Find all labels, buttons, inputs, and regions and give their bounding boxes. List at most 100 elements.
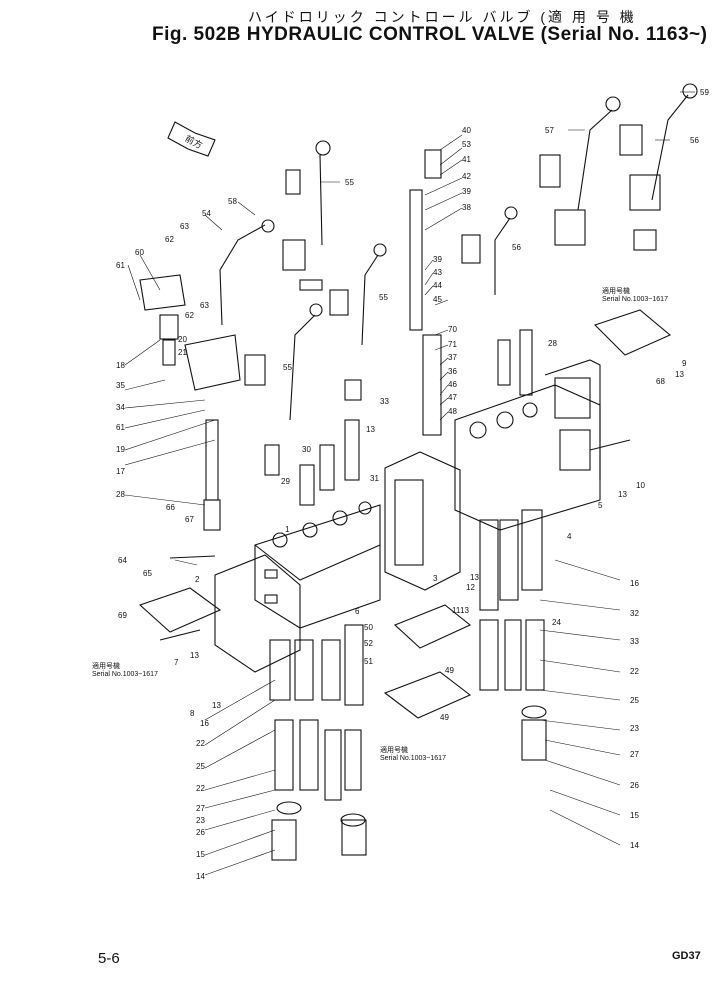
part-label: 41	[462, 155, 471, 164]
part-label: 31	[370, 474, 379, 483]
part-label: 49	[440, 713, 449, 722]
serial-note-en: Serial No.1003~1617	[92, 671, 158, 678]
left-valve-body	[214, 501, 381, 673]
right-valve-body	[454, 359, 601, 531]
part-label: 54	[202, 209, 211, 218]
part-label: 61	[116, 423, 125, 432]
part-label: 23	[630, 724, 639, 733]
part-label: 1	[285, 525, 290, 534]
part-label: 24	[552, 618, 561, 627]
part-label: 46	[448, 380, 457, 389]
part-label: 13	[675, 370, 684, 379]
lever-55-mid	[289, 314, 316, 421]
part-label: 57	[545, 126, 554, 135]
part-label: 21	[178, 348, 187, 357]
bracket-right	[593, 309, 672, 356]
part-label: 56	[512, 243, 521, 252]
direction-arrow-icon	[167, 121, 216, 157]
part-label: 8	[190, 709, 195, 718]
bolt-10	[589, 439, 631, 451]
part-label: 29	[281, 477, 290, 486]
part-label: 50	[364, 623, 373, 632]
part-label: 71	[448, 340, 457, 349]
mount-plate	[139, 274, 186, 311]
part-label: 69	[118, 611, 127, 620]
part-label: 32	[630, 609, 639, 618]
part-label: 53	[462, 140, 471, 149]
part-label: 19	[116, 445, 125, 454]
part-label: 2	[195, 575, 200, 584]
page-number: 5-6	[98, 950, 120, 967]
part-label: 38	[462, 203, 471, 212]
part-label: 39	[462, 187, 471, 196]
part-label: 9	[682, 359, 687, 368]
part-label: 26	[196, 828, 205, 837]
lever-56-right	[651, 94, 689, 201]
part-label: 30	[302, 445, 311, 454]
part-label: 13	[618, 490, 627, 499]
serial-note-right: 適用号機 Serial No.1003~1617	[602, 288, 668, 304]
part-label: 13	[460, 606, 469, 615]
part-label: 28	[116, 490, 125, 499]
bolt-7	[159, 629, 201, 641]
part-label: 22	[630, 667, 639, 676]
part-label: 33	[380, 397, 389, 406]
center-valve-body	[384, 451, 461, 591]
part-label: 37	[448, 353, 457, 362]
part-label: 48	[448, 407, 457, 416]
part-label: 55	[345, 178, 354, 187]
part-label: 62	[165, 235, 174, 244]
part-label: 34	[116, 403, 125, 412]
lever-bracket	[184, 334, 241, 391]
part-label: 18	[116, 361, 125, 370]
part-label: 15	[196, 850, 205, 859]
part-label: 20	[178, 335, 187, 344]
part-label: 70	[448, 325, 457, 334]
part-label: 28	[548, 339, 557, 348]
serial-note-en: Serial No.1003~1617	[380, 755, 446, 762]
lever-56-center	[494, 217, 511, 295]
lever-55-center	[361, 254, 379, 346]
part-labels: 40 53 41 42 39 38 39 43 44 45 70 71 37 3…	[116, 88, 709, 881]
part-label: 27	[630, 750, 639, 759]
part-label: 40	[462, 126, 471, 135]
part-label: 62	[185, 311, 194, 320]
part-label: 16	[630, 579, 639, 588]
part-label: 45	[433, 295, 442, 304]
part-label: 14	[630, 841, 639, 850]
part-label: 33	[630, 637, 639, 646]
serial-note-center: 適用号機 Serial No.1003~1617	[380, 747, 446, 763]
bracket-left	[138, 587, 222, 633]
part-label: 56	[690, 136, 699, 145]
part-label: 44	[433, 281, 442, 290]
part-label: 63	[200, 301, 209, 310]
part-label: 13	[212, 701, 221, 710]
part-label: 52	[364, 639, 373, 648]
part-label: 22	[196, 739, 205, 748]
lever-54	[219, 224, 266, 326]
part-label: 11	[452, 606, 461, 615]
part-label: 59	[700, 88, 709, 97]
spool-stacks-bottom	[269, 509, 547, 861]
part-label: 64	[118, 556, 127, 565]
part-label: 25	[196, 762, 205, 771]
part-label: 39	[433, 255, 442, 264]
part-label: 36	[448, 367, 457, 376]
lever-55-left	[319, 154, 323, 246]
figure-title-japanese: ハイドロリック コントロール バルブ (適 用 号 機	[248, 9, 637, 25]
document-code: GD37	[672, 950, 701, 962]
part-label: 61	[116, 261, 125, 270]
bolt-64	[169, 555, 216, 559]
part-label: 58	[228, 197, 237, 206]
cover-plate	[383, 671, 472, 719]
part-label: 22	[196, 784, 205, 793]
figure-title: Fig. 502B HYDRAULIC CONTROL VALVE (Seria…	[152, 24, 708, 45]
part-label: 65	[143, 569, 152, 578]
part-label: 60	[135, 248, 144, 257]
part-label: 15	[630, 811, 639, 820]
part-label: 27	[196, 804, 205, 813]
serial-note-left: 適用号機 Serial No.1003~1617	[92, 663, 158, 679]
part-label: 3	[433, 574, 438, 583]
part-label: 23	[196, 816, 205, 825]
part-label: 47	[448, 393, 457, 402]
